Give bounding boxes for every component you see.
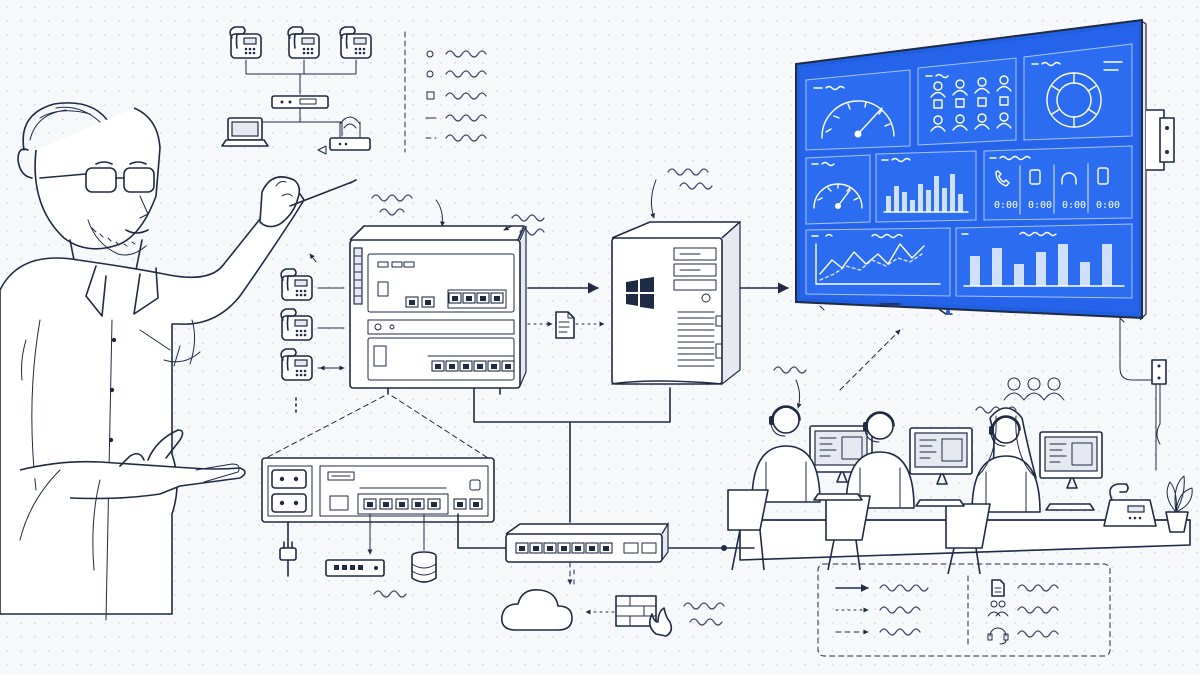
cloud-icon: [500, 588, 573, 631]
patch-panel-detail: [261, 457, 495, 523]
small-gauge-panel: [805, 154, 871, 225]
desk-phone-icon: [339, 26, 372, 59]
sketch-legend-top: [404, 31, 487, 153]
database-icon: [411, 551, 437, 583]
agent-timer-2: 0:00: [1028, 200, 1052, 211]
desk-phone-icon: [280, 308, 313, 341]
firewall-icon: [615, 595, 673, 637]
pc-annotation: [667, 168, 713, 190]
power-plug-icon: [279, 541, 297, 577]
phones-column: [280, 253, 344, 413]
wifi-router-icon: [329, 116, 371, 151]
document-icon: [555, 311, 575, 339]
windows-pc-icon: [611, 220, 741, 385]
call-center-agents: [727, 329, 1193, 575]
kpi-panel: 0:00 0:00 0:00 0:00: [983, 145, 1133, 221]
bar-chart-panel: [875, 150, 977, 223]
agent-timer-1: 0:00: [994, 200, 1018, 211]
desk-phone-icon: [287, 26, 320, 59]
network-device-icon: [325, 559, 385, 577]
people-group-icon: [1003, 377, 1065, 401]
power-socket-icon: [271, 469, 307, 513]
desk-phone-icon: [280, 348, 313, 381]
pbx-server-icon: [349, 225, 527, 395]
line-chart-panel: [805, 227, 951, 297]
dashboard-panels: 0:00 0:00 0:00 0:00: [805, 43, 1133, 299]
laptop-icon: [221, 117, 269, 147]
headset-icon: [987, 627, 1009, 645]
people-group-icon: [987, 600, 1009, 617]
desk-phone-icon: [280, 268, 313, 301]
pbx-annotation: [511, 214, 545, 236]
document-icon: [991, 579, 1005, 597]
mini-network-diagram: [221, 26, 372, 155]
bar-chart-panel-2: [955, 223, 1133, 299]
agent-status-panel: [917, 57, 1017, 146]
agent-timer-3: 0:00: [1062, 200, 1086, 211]
desk-phone-icon: [229, 26, 262, 59]
pbx-annotation: [371, 194, 413, 216]
patch-panel-annotation: [373, 590, 407, 598]
firewall-annotation: [683, 602, 725, 626]
agent-timer-4: 0:00: [1096, 200, 1120, 211]
gauge-panel: [805, 69, 911, 151]
plant-icon: [1165, 475, 1193, 533]
legend-box: [817, 563, 1111, 657]
router-icon: [271, 95, 329, 109]
donut-panel: [1023, 43, 1133, 141]
desk-phone-icon: [1103, 483, 1157, 527]
presenter-illustration: [0, 102, 357, 621]
network-switch-icon: [505, 521, 669, 563]
